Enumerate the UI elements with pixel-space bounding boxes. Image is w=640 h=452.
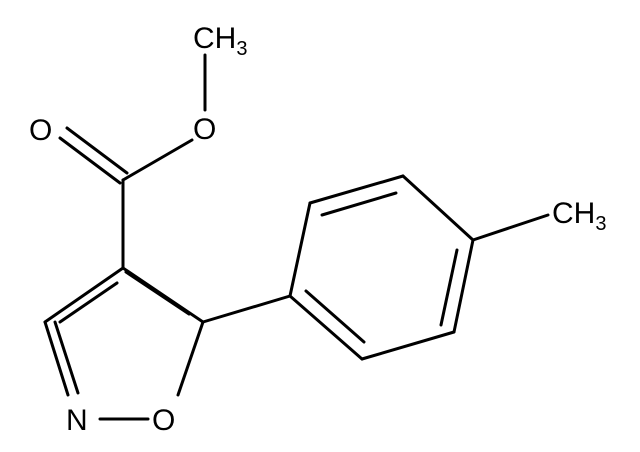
atom-o-ester: O — [193, 113, 216, 146]
atom-o-carbonyl: O — [29, 114, 52, 147]
bond-ph-1-2 — [288, 201, 312, 298]
bond-c5-c4-inner — [124, 270, 191, 316]
bond-carbonyl-double-a — [58, 136, 122, 185]
atom-ch3-ester: CH3 — [193, 22, 247, 60]
bond-o-c5 — [176, 320, 205, 397]
bond-c4-c3 — [43, 266, 125, 324]
bond-ph-6-1 — [288, 294, 364, 361]
bond-ph-ch3 — [471, 213, 550, 242]
bond-ph-3-4 — [401, 174, 475, 242]
bond-ph-2-3 — [308, 174, 405, 205]
bond-ph-5-6 — [360, 330, 456, 361]
bond-ph-2-3-inner — [320, 191, 398, 217]
atom-n-ring: N — [66, 404, 88, 437]
bond-c3-n-b — [53, 320, 80, 395]
bond-ph-4-5-inner — [439, 248, 459, 327]
bond-ph-4-5 — [452, 238, 475, 334]
bond-c4-c3-inner — [58, 281, 119, 324]
bond-c5-phenyl — [201, 294, 292, 324]
bond-ph-6-1-inner — [304, 289, 366, 344]
bond-carbonyl-double-b — [65, 126, 129, 175]
atom-o-ring: O — [152, 404, 175, 437]
bond-c3-n-a — [43, 320, 70, 397]
bond-o-carbonyl-c — [121, 138, 194, 182]
atom-ch3-tolyl: CH3 — [552, 197, 606, 235]
